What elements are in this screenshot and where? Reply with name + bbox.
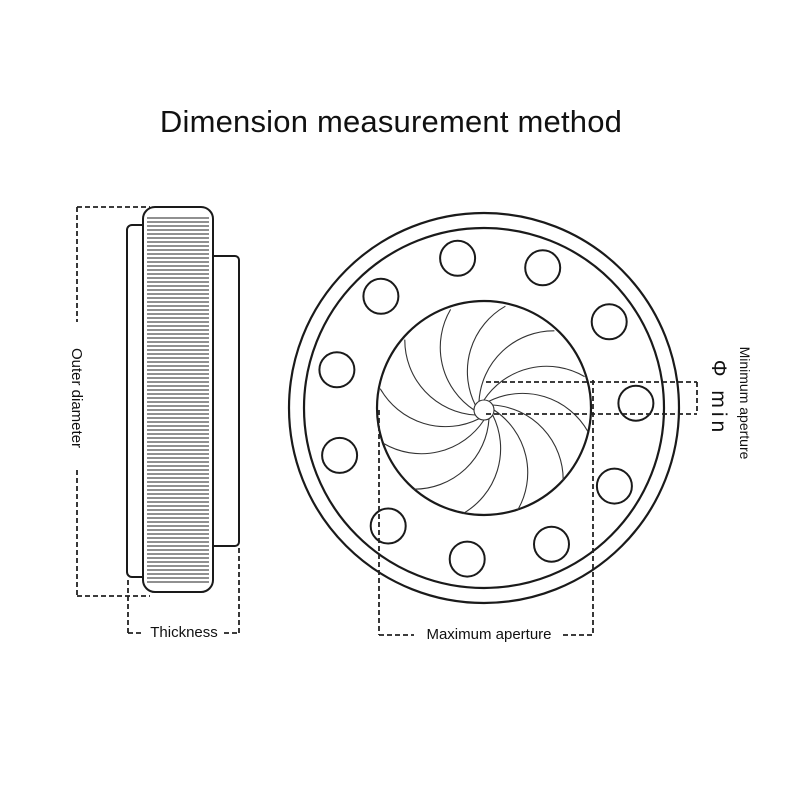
- mount-hole: [524, 249, 562, 287]
- front-view: [287, 211, 681, 605]
- iris-blade: [488, 392, 589, 432]
- minimum-aperture-dimension: [486, 381, 698, 415]
- iris-blade: [383, 419, 485, 455]
- knurl-lines: [147, 217, 209, 583]
- iris-blade: [483, 365, 585, 401]
- mount-hole: [595, 467, 633, 505]
- iris-blade: [492, 404, 564, 481]
- phi-min-label: Φ min: [707, 360, 730, 436]
- outer-diameter-label: Outer diameter: [68, 348, 85, 448]
- mount-hole: [321, 436, 359, 474]
- iris-blade: [439, 309, 475, 411]
- maximum-aperture-label: Maximum aperture: [426, 626, 551, 643]
- side-view: [126, 206, 240, 593]
- iris-blades: [379, 305, 589, 515]
- outer-rim: [287, 211, 681, 605]
- mount-hole: [439, 239, 477, 277]
- inner-rim: [302, 226, 666, 590]
- mount-hole: [448, 540, 486, 578]
- iris-blade: [466, 305, 506, 406]
- outer-diameter-dimension: [76, 206, 150, 597]
- iris-blade: [478, 330, 555, 402]
- mount-holes: [318, 239, 655, 578]
- mount-hole: [362, 277, 400, 315]
- minimum-aperture-label: Minimum aperture: [737, 347, 753, 460]
- iris-blade: [493, 409, 529, 511]
- aperture-opening: [375, 299, 593, 517]
- iris-blade: [413, 418, 490, 490]
- maximum-aperture-dimension: [378, 380, 594, 636]
- diagram-title: Dimension measurement method: [159, 104, 623, 139]
- side-knurled-ring: [142, 206, 214, 593]
- iris-blade: [379, 388, 480, 428]
- iris-blade: [404, 339, 476, 416]
- mount-hole: [590, 303, 628, 341]
- mount-hole: [533, 525, 570, 563]
- iris-blade: [462, 414, 502, 515]
- mount-hole: [369, 507, 407, 545]
- thickness-label: Thickness: [150, 624, 218, 641]
- iris-center: [473, 399, 495, 421]
- mount-hole: [617, 384, 655, 422]
- thickness-dimension: [127, 548, 240, 634]
- mount-hole: [318, 351, 356, 389]
